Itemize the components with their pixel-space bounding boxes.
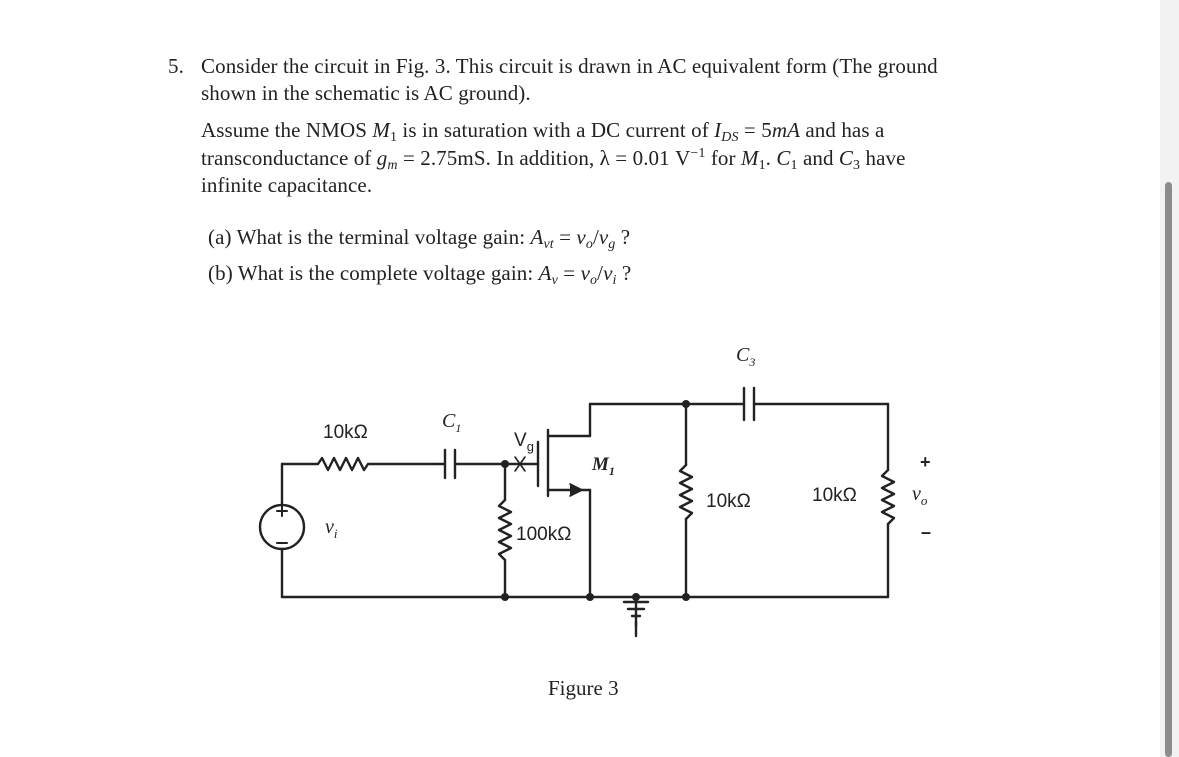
vi-label: vi (325, 516, 338, 541)
circuit-nodes (501, 400, 690, 601)
capacitor-c3 (684, 386, 890, 422)
circuit-schematic (258, 386, 896, 638)
load-resistor (880, 402, 896, 599)
mosfet-m1 (536, 402, 688, 599)
question-number: 5. (168, 54, 184, 78)
part-a-question: (a) What is the terminal voltage gain: A… (208, 225, 631, 252)
drain-resistor (678, 402, 694, 599)
question-intro-line-2: shown in the schematic is AC ground). (201, 81, 531, 105)
load-resistor-label: 10kΩ (812, 485, 857, 506)
vg-label: Vg (514, 430, 534, 454)
voltage-source (258, 462, 306, 599)
gate-resistor-label: 100kΩ (516, 524, 572, 545)
circuit-figure: 10kΩ C1 Vg M1 vi 100kΩ C3 10kΩ 10kΩ + vo… (240, 330, 980, 730)
capacitor-c1 (438, 448, 507, 480)
source-resistor (280, 456, 442, 472)
assumption-line-2: transconductance of gm = 2.75mS. In addi… (201, 146, 906, 173)
assumption-line-3: infinite capacitance. (201, 173, 373, 197)
part-b-question: (b) What is the complete voltage gain: A… (208, 261, 632, 288)
drain-resistor-label: 10kΩ (706, 491, 751, 512)
c1-label: C1 (442, 410, 462, 435)
question-intro-line-1: Consider the circuit in Fig. 3. This cir… (201, 54, 938, 78)
scrollbar-track[interactable] (1160, 0, 1179, 757)
probe-marker (514, 456, 526, 472)
m1-label: M1 (592, 454, 615, 478)
vo-plus-sign: + (920, 452, 931, 472)
scrollbar-thumb[interactable] (1165, 182, 1172, 757)
figure-caption: Figure 3 (548, 676, 619, 700)
vo-minus-sign: – (921, 522, 932, 542)
assumption-line-1: Assume the NMOS M1 is in saturation with… (201, 118, 885, 145)
gate-resistor (497, 462, 540, 599)
c3-label: C3 (736, 344, 756, 369)
ground-symbol (622, 595, 650, 638)
vo-label: vo (912, 483, 928, 508)
source-resistor-label: 10kΩ (323, 422, 368, 443)
